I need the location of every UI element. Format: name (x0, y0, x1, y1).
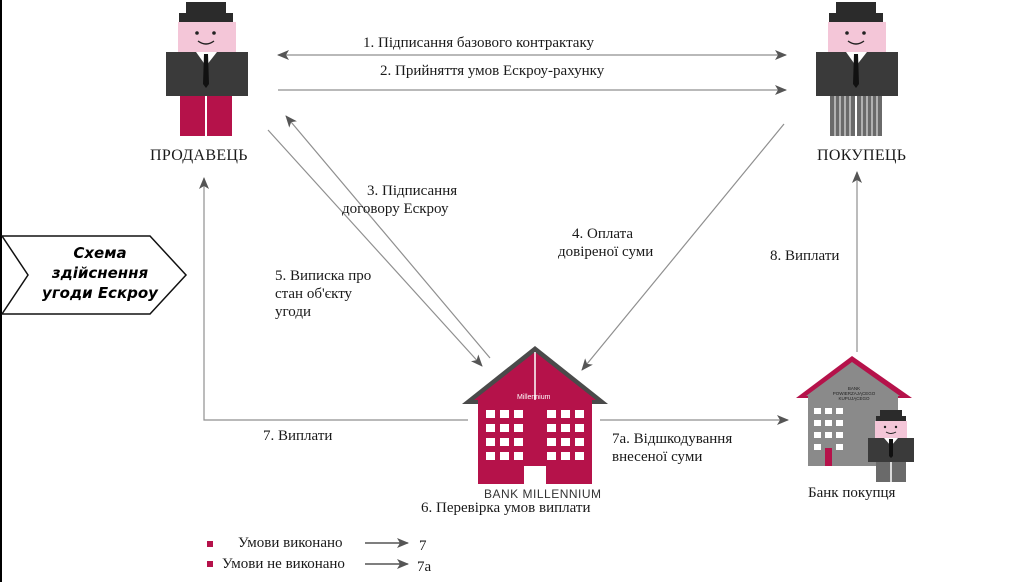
legend-bullet-not-met (207, 561, 213, 567)
bank-main-sign: Millennium (517, 394, 551, 401)
legend-not-met-target: 7а (417, 559, 432, 575)
legend-met-target: 7 (419, 538, 427, 554)
step-5-label-line2: стан об'єкту (275, 286, 353, 302)
step-6-label: 6. Перевірка умов виплати (421, 500, 591, 516)
step-5-label-line1: 5. Виписка про (275, 268, 372, 284)
diagram-title: Схема здійснення угоди Ескроу (42, 244, 158, 302)
bank-millennium-building (462, 346, 608, 484)
buyer-label: ПОКУПЕЦЬ (817, 147, 907, 164)
arrow-step5-up (285, 115, 491, 359)
step-7a-label-line1: 7а. Відшкодування (612, 431, 733, 447)
step-8-label: 8. Виплати (770, 248, 840, 264)
bank-main-caption: BANK MILLENNIUM (484, 487, 602, 501)
step-7-label: 7. Виплати (263, 428, 333, 444)
left-frame-line (0, 0, 2, 582)
bank-buyer-label: Банк покупця (808, 485, 896, 501)
step-4-label-line2: довіреної суми (558, 244, 654, 260)
buyer-figure (816, 2, 898, 136)
legend-bullet-met (207, 541, 213, 547)
arrow-step4 (581, 123, 785, 371)
step-7a-label-line2: внесеної суми (612, 449, 703, 465)
legend-met-label: Умови виконано (238, 535, 343, 551)
seller-figure (166, 2, 248, 136)
step-1-label: 1. Підписання базового контрактаку (363, 35, 595, 51)
arrow-step3-down (267, 129, 483, 367)
bank-clerk-figure (868, 410, 914, 482)
seller-label: ПРОДАВЕЦЬ (150, 147, 248, 164)
title-chevron (0, 235, 188, 315)
step-4-label-line1: 4. Оплата (572, 226, 634, 242)
arrow-step7 (199, 177, 468, 421)
bank-buyer-sign: BANK POWIERZAJĄCEGO KUPUJĄCEGO (832, 386, 876, 401)
step-2-label: 2. Прийняття умов Ескроу-рахунку (380, 63, 605, 79)
step-3-label-line1: 3. Підписання (367, 183, 458, 199)
step-5-label-line3: угоди (275, 304, 312, 320)
step-3-label-line2: договору Ескроу (342, 201, 449, 217)
legend-not-met-label: Умови не виконано (222, 556, 345, 572)
